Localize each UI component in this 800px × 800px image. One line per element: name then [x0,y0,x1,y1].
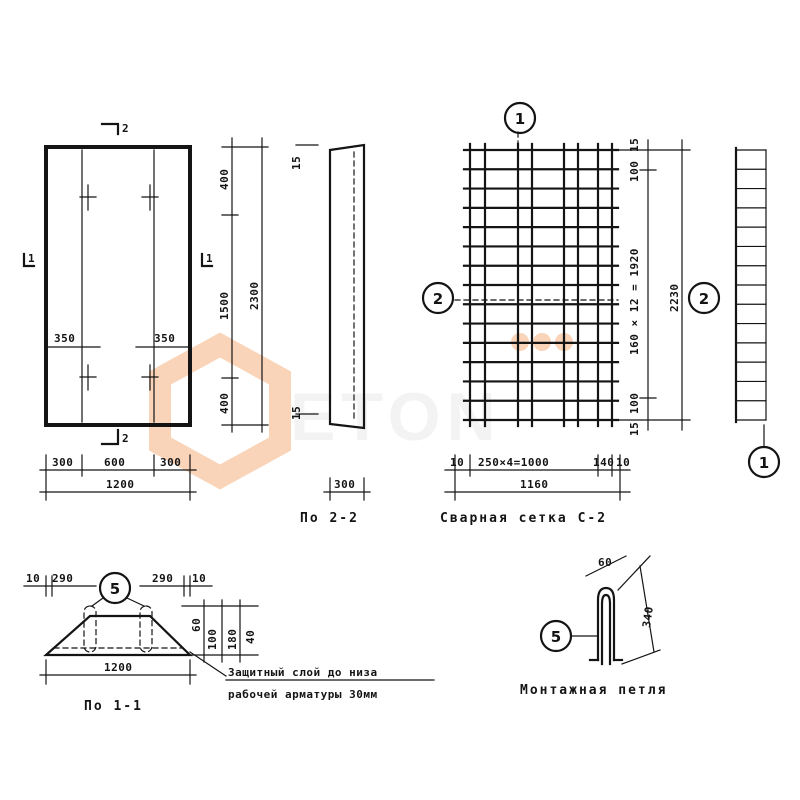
dim-bottom-edge: 15 [628,422,641,436]
loop-profile [83,605,97,653]
dim-line [585,555,627,577]
dim-bottom-total: 1160 [520,478,549,491]
section-caption: По 1-1 [84,699,143,714]
callout-circle [98,571,132,605]
dim-bottom: 15 [290,406,303,420]
dim-bottom-part: 140 [593,456,614,469]
dim-width: 1200 [104,661,133,674]
section-1-1: 5 10 290 290 10 60 100 180 40 1200 По 1-… [23,571,435,714]
dim-top-edge: 15 [628,138,641,152]
mesh-caption: Сварная сетка С-2 [440,511,607,526]
dim-bottom-part: 10 [616,456,630,469]
callout-label: 1 [515,110,525,128]
dim-height: 340 [640,605,656,628]
dim-total-height: 2230 [668,284,681,313]
section-mark-left [22,252,36,268]
dim-width: 60 [598,556,612,569]
dim-left: 290 [52,572,73,585]
dim-bottom-total: 1200 [106,478,135,491]
dim-bottom-part: 600 [104,456,125,469]
dim-height-total: 2300 [248,282,261,311]
dim-height-part: 1500 [218,292,231,321]
dim-bottom-space: 100 [628,393,641,414]
dim-bottom-part: 250×4=1000 [478,456,549,469]
dim-bottom-part: 300 [160,456,181,469]
callout-label: 2 [699,290,709,308]
dim-vertical: 160 × 12 = 1920 [628,248,641,355]
dim-height-part: 400 [218,169,231,190]
mesh-c2: 1 2 2 1 15 100 160 × 12 = 1920 100 15 22… [421,101,781,526]
callout-label: 2 [433,290,443,308]
assembly-loop: 5 60 340 Монтажная петля [520,555,667,698]
callout-circle [421,281,455,315]
note-line2: рабочей арматуры 30мм [228,688,378,701]
dim-height: 60 [190,618,203,632]
mesh-side-view [734,146,767,424]
dim-line [639,565,655,653]
callout-label: 1 [759,454,769,472]
loop-profile [139,605,153,653]
watermark: ETON [149,332,573,490]
dim-top: 15 [290,156,303,170]
panel-outline [44,145,192,427]
dim-right: 290 [152,572,173,585]
dim-right: 10 [192,572,206,585]
dim-right-inset: 350 [154,332,175,345]
callout-circle [503,101,537,135]
section-profile [43,614,193,657]
dim-width: 300 [334,478,355,491]
section-mark-right-label: 1 [206,252,213,265]
loop-outer [596,586,616,662]
watermark-text: ETON [290,379,502,455]
watermark-logo-icon [149,332,291,490]
loop-inner [600,593,612,666]
section-profile [328,143,366,430]
leader-line [91,597,104,607]
callout-label: 5 [551,628,561,646]
note-line1: Защитный слой до низа [228,666,378,679]
dim-left-inset: 350 [54,332,75,345]
dim-top-space: 100 [628,161,641,182]
section-2-2: 15 15 300 По 2-2 [290,143,371,526]
dim-ext [617,555,651,591]
callout-circle [687,281,721,315]
section-mark-bottom [100,428,120,446]
leader-line [189,651,227,677]
section-mark-top-label: 2 [122,122,129,135]
section-caption: По 2-2 [300,511,359,526]
dim-bottom-part: 10 [450,456,464,469]
leader-line [126,597,145,607]
section-mark-left-label: 1 [28,252,35,265]
loop-caption: Монтажная петля [520,683,667,698]
callout-label: 5 [110,580,120,598]
section-mark-bottom-label: 2 [122,432,129,445]
section-mark-right [200,252,214,268]
dim-height: 40 [244,630,257,644]
dim-height-part: 400 [218,393,231,414]
section-mark-top [100,122,120,136]
panel-plan: 350 350 2 2 1 1 300 600 300 1200 400 150… [22,122,269,501]
dim-height: 180 [226,629,239,650]
dim-height: 100 [206,629,219,650]
dim-left: 10 [26,572,40,585]
dim-bottom-part: 300 [52,456,73,469]
